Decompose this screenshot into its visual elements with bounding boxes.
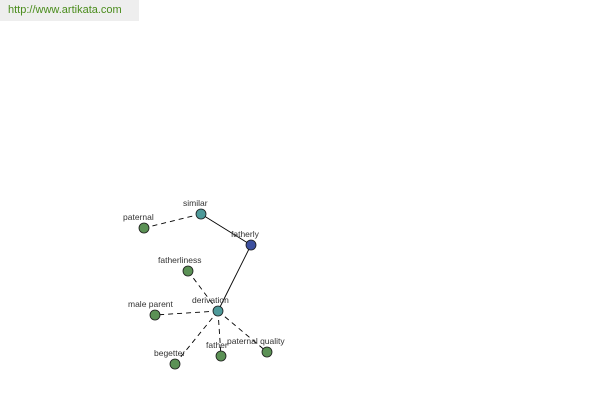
edge-derivation-male-parent — [154, 310, 219, 316]
node-similar-dot[interactable] — [195, 208, 207, 220]
node-paternal-dot[interactable] — [138, 222, 150, 234]
node-fatherliness[interactable]: fatherliness — [158, 255, 201, 277]
node-begetter[interactable]: begetter — [154, 348, 185, 370]
node-fatherliness-label: fatherliness — [158, 255, 201, 265]
node-paternal-label: paternal — [123, 212, 154, 222]
node-father-label: father — [206, 340, 228, 350]
node-similar[interactable]: similar — [183, 198, 208, 220]
edge-derivation-begetter — [174, 310, 219, 365]
node-father-dot[interactable] — [215, 350, 227, 362]
node-similar-label: similar — [183, 198, 208, 208]
edge-derivation-paternal-quality — [217, 310, 268, 353]
node-father[interactable]: father — [206, 340, 228, 362]
node-fatherliness-dot[interactable] — [182, 265, 194, 277]
edge-derivation-father — [217, 310, 222, 357]
graph-edges — [143, 213, 268, 365]
edge-similar-paternal — [143, 213, 202, 229]
node-begetter-label: begetter — [154, 348, 185, 358]
node-paternal[interactable]: paternal — [123, 212, 154, 234]
node-male-parent-dot[interactable] — [149, 309, 161, 321]
site-url-link[interactable]: http://www.artikata.com — [0, 0, 139, 21]
node-male-parent-label: male parent — [128, 299, 174, 309]
node-paternal-quality-dot[interactable] — [261, 346, 273, 358]
node-derivation-label: derivation — [192, 295, 229, 305]
node-fatherly-dot[interactable] — [245, 239, 257, 251]
node-paternal-quality[interactable]: paternal quality — [227, 336, 285, 358]
node-begetter-dot[interactable] — [169, 358, 181, 370]
edge-similar-fatherly — [200, 213, 252, 246]
edge-fatherly-derivation — [217, 244, 252, 312]
graph-nodes: similar paternal fatherly fatherliness d… — [123, 198, 285, 370]
node-derivation[interactable]: derivation — [192, 295, 229, 317]
node-fatherly-label: fatherly — [231, 229, 260, 239]
node-fatherly[interactable]: fatherly — [231, 229, 260, 251]
node-derivation-dot[interactable] — [212, 305, 224, 317]
node-paternal-quality-label: paternal quality — [227, 336, 285, 346]
edge-derivation-fatherliness — [187, 270, 219, 312]
node-male-parent[interactable]: male parent — [128, 299, 174, 321]
